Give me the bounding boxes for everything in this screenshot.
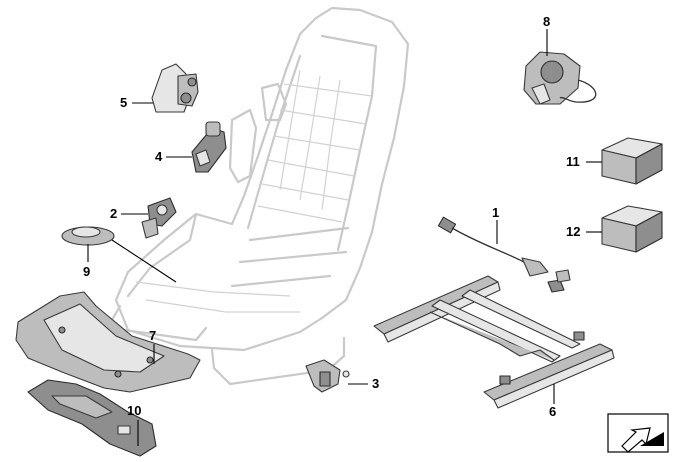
callout-7: 7 xyxy=(149,328,157,343)
callout-2: 2 xyxy=(110,206,118,221)
callout-3: 3 xyxy=(372,376,380,391)
part-6-seat-rails xyxy=(373,275,615,409)
part-5-lumbar-pump xyxy=(151,63,199,113)
callout-12: 12 xyxy=(566,224,581,239)
callout-5: 5 xyxy=(120,95,128,110)
callout-10: 10 xyxy=(127,403,142,418)
callout-4: 4 xyxy=(155,149,163,164)
part-11-box xyxy=(601,137,663,185)
flag-arrow-icon xyxy=(607,413,669,453)
part-4-actuator-motor xyxy=(191,121,227,173)
callout-1: 1 xyxy=(492,205,500,220)
part-3-bolt-sensor xyxy=(305,359,350,393)
part-9-round-switch xyxy=(61,226,115,246)
part-8-motor-cable xyxy=(523,51,597,105)
part-12-box xyxy=(601,205,663,253)
seat-frame-ghost xyxy=(110,6,410,386)
part-2-small-motor xyxy=(141,197,177,239)
callout-9: 9 xyxy=(83,264,91,279)
leader-lines xyxy=(87,29,602,446)
part-7-seat-pan xyxy=(15,291,201,393)
callout-11: 11 xyxy=(566,154,580,169)
callout-6: 6 xyxy=(549,404,557,419)
part-1-cable-harness xyxy=(437,216,571,293)
part-10-bracket xyxy=(27,379,157,457)
callout-8: 8 xyxy=(543,14,551,29)
